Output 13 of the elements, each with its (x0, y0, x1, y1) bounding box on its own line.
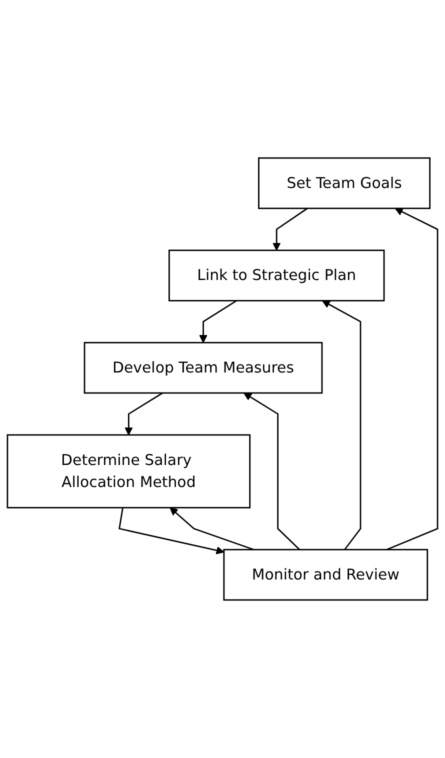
node-box: Determine Salary Allocation Method (6, 434, 251, 508)
node-box: Develop Team Measures (84, 342, 323, 394)
arrow (170, 507, 254, 550)
node-box: Link to Strategic Plan (168, 250, 385, 302)
node-box: Set Team Goals (258, 157, 431, 210)
arrow (386, 208, 438, 550)
node-box: Monitor and Review (223, 548, 428, 601)
arrow (124, 392, 163, 436)
arrow (118, 508, 224, 554)
arrow (199, 300, 237, 343)
arrow (322, 300, 362, 550)
arrow (272, 208, 308, 251)
arrow (244, 392, 300, 550)
